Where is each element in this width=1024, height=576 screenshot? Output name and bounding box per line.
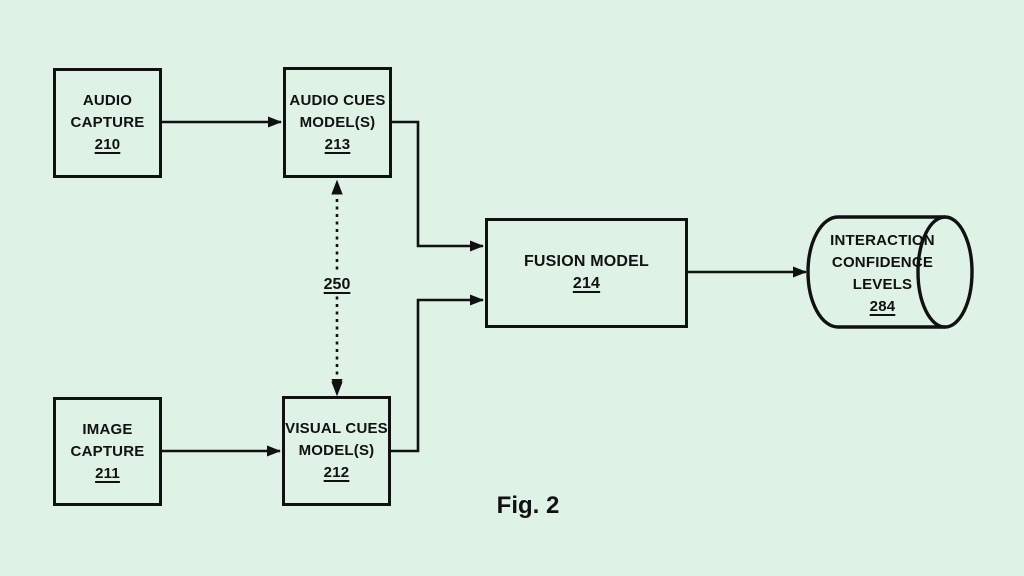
node-ref-number: 212 xyxy=(323,464,350,481)
cylinder-body xyxy=(806,215,945,329)
node-label: MODEL(S) xyxy=(299,113,376,131)
node-visual-cues-model: VISUAL CUES MODEL(S) 212 xyxy=(282,396,391,506)
node-ref-number: 213 xyxy=(324,135,351,153)
node-fusion-model: FUSION MODEL 214 xyxy=(485,218,688,328)
figure-caption: Fig. 2 xyxy=(496,492,560,519)
node-label: IMAGE xyxy=(82,420,133,438)
node-label: CAPTURE xyxy=(70,442,145,460)
node-label: AUDIO xyxy=(82,92,133,109)
node-label: CAPTURE xyxy=(70,114,145,131)
arrow-visual-cues-to-fusion xyxy=(391,294,484,453)
link-ref-number: 250 xyxy=(314,274,360,296)
arrow-audio-cues-to-fusion xyxy=(392,120,484,252)
node-audio-capture: AUDIO CAPTURE 210 xyxy=(53,68,162,178)
node-audio-cues-model: AUDIO CUES MODEL(S) 213 xyxy=(283,67,392,178)
node-ref-number: 284 xyxy=(869,297,896,315)
node-label: MODEL(S) xyxy=(298,442,375,459)
node-label: CONFIDENCE xyxy=(831,253,934,271)
node-ref-number: 211 xyxy=(95,464,120,482)
node-label: VISUAL CUES xyxy=(285,420,388,437)
node-ref-number: 214 xyxy=(572,275,601,292)
node-ref-number: 210 xyxy=(94,136,121,153)
node-label: INTERACTION xyxy=(830,231,935,249)
dotted-link-arrowhead-down xyxy=(331,381,343,397)
node-label: AUDIO CUES xyxy=(289,91,386,109)
node-image-capture: IMAGE CAPTURE 211 xyxy=(53,397,162,506)
node-interaction-confidence-levels: INTERACTION CONFIDENCE LEVELS 284 xyxy=(815,226,950,321)
node-label: FUSION MODEL xyxy=(523,253,650,270)
dotted-link-arrowhead-up xyxy=(331,179,343,195)
node-label: LEVELS xyxy=(852,275,913,293)
cylinder-cap xyxy=(916,215,974,329)
